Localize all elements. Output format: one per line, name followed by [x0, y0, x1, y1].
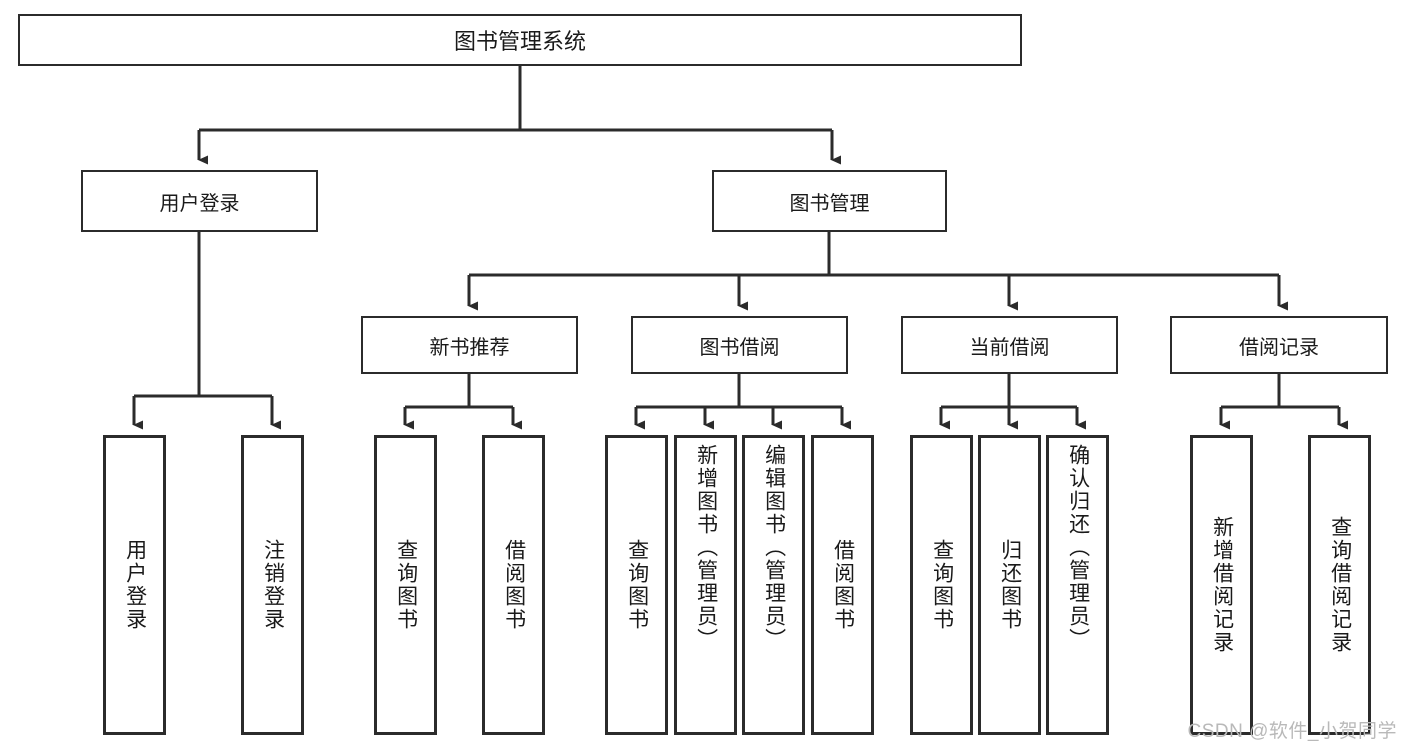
node-user-login[interactable]: 用户登录 [81, 170, 318, 232]
leaf-label: 借阅图书 [502, 539, 526, 631]
leaf-user-login[interactable]: 用户登录 [103, 435, 166, 735]
leaf-label: 新增借阅记录 [1210, 516, 1234, 654]
leaf-edit-book-admin[interactable]: 编辑图书（管理员） [742, 435, 805, 735]
leaf-label: 注销登录 [261, 539, 285, 631]
leaf-label: 借阅图书 [831, 539, 855, 631]
csdn-watermark: CSDN @软件_小贺同学 [1187, 721, 1397, 742]
leaf-query-book-recommend[interactable]: 查询图书 [374, 435, 437, 735]
node-root[interactable]: 图书管理系统 [18, 14, 1022, 66]
leaf-confirm-return-admin[interactable]: 确认归还（管理员） [1046, 435, 1109, 735]
leaf-query-borrow-record[interactable]: 查询借阅记录 [1308, 435, 1371, 735]
leaf-label: 编辑图书（管理员） [762, 444, 786, 651]
leaf-label: 新增图书（管理员） [694, 444, 718, 651]
leaf-label: 归还图书 [998, 539, 1022, 631]
leaf-label: 查询图书 [625, 539, 649, 631]
leaf-borrow-book[interactable]: 借阅图书 [811, 435, 874, 735]
leaf-label: 确认归还（管理员） [1066, 444, 1090, 651]
leaf-return-book[interactable]: 归还图书 [978, 435, 1041, 735]
leaf-borrow-book-recommend[interactable]: 借阅图书 [482, 435, 545, 735]
leaf-label: 用户登录 [123, 539, 147, 631]
leaf-query-book-current[interactable]: 查询图书 [910, 435, 973, 735]
node-book-borrow[interactable]: 图书借阅 [631, 316, 848, 374]
leaf-label: 查询图书 [394, 539, 418, 631]
node-book-management[interactable]: 图书管理 [712, 170, 947, 232]
leaf-query-book-borrow[interactable]: 查询图书 [605, 435, 668, 735]
leaf-add-borrow-record[interactable]: 新增借阅记录 [1190, 435, 1253, 735]
leaf-add-book-admin[interactable]: 新增图书（管理员） [674, 435, 737, 735]
leaf-logout[interactable]: 注销登录 [241, 435, 304, 735]
node-borrow-record[interactable]: 借阅记录 [1170, 316, 1388, 374]
node-new-book-recommend[interactable]: 新书推荐 [361, 316, 578, 374]
leaf-label: 查询借阅记录 [1328, 516, 1352, 654]
node-current-borrow[interactable]: 当前借阅 [901, 316, 1118, 374]
leaf-label: 查询图书 [930, 539, 954, 631]
